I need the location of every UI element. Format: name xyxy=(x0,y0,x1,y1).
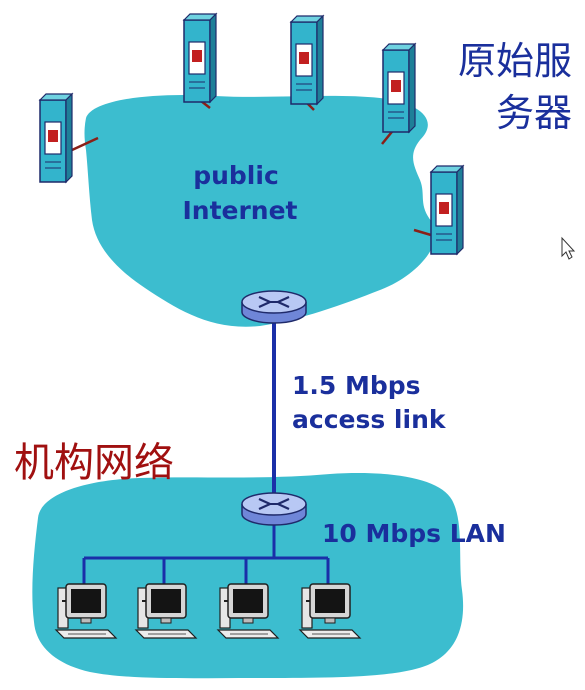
server-icon-2 xyxy=(183,13,217,103)
access-link-label: access link xyxy=(292,405,447,434)
server-icon-5 xyxy=(430,165,464,255)
mouse-cursor-icon xyxy=(561,236,576,260)
servers-label-line2: 务器 xyxy=(496,91,572,135)
server-icon-1 xyxy=(39,93,73,183)
internet-cloud xyxy=(84,94,436,327)
institution-label: 机构网络 xyxy=(14,440,174,486)
router-icon-internet xyxy=(240,289,308,325)
lan-bus xyxy=(82,510,330,590)
server-icon-3 xyxy=(290,15,324,105)
router-icon-institution xyxy=(240,491,308,527)
lan-label: 10 Mbps LAN xyxy=(322,519,506,548)
server-icon-4 xyxy=(382,43,416,133)
servers-label-line1: 原始服 xyxy=(458,39,572,83)
cloud-label-line1: public xyxy=(193,161,279,190)
cloud-label-line2: Internet xyxy=(182,196,297,225)
access-link-speed: 1.5 Mbps xyxy=(292,371,421,400)
